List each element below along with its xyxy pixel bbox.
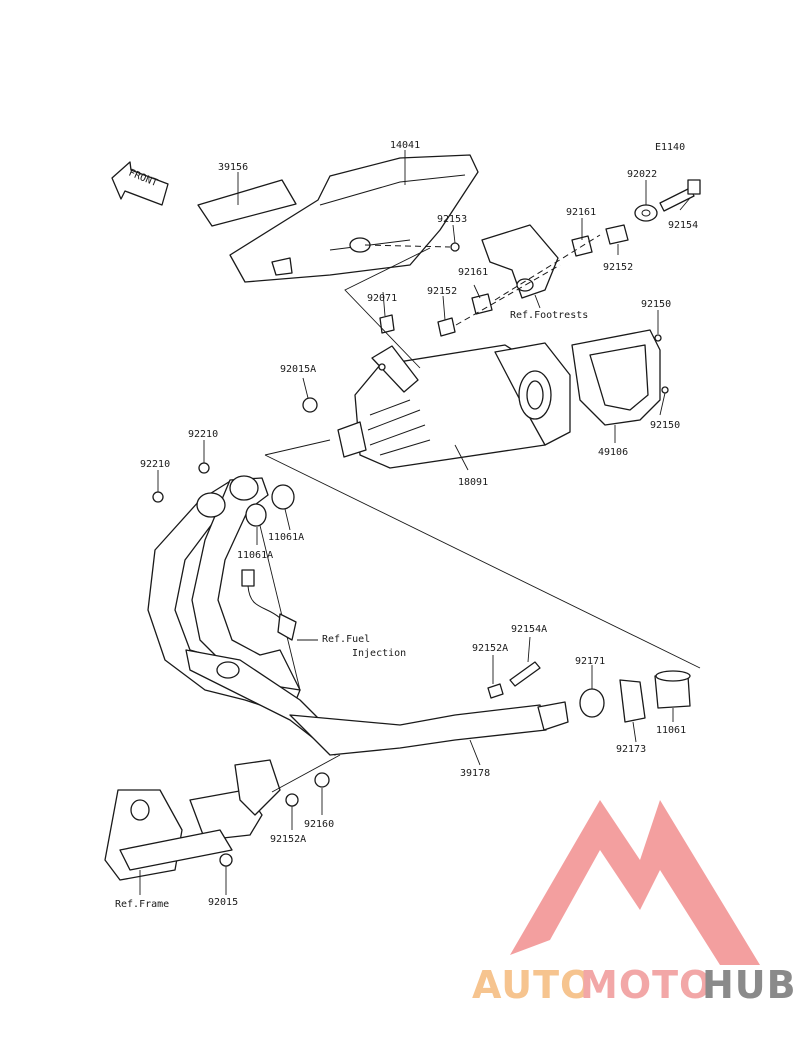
grommet-92160 bbox=[314, 772, 330, 788]
o2-sensor bbox=[241, 569, 297, 641]
gasket-11061Aa bbox=[271, 484, 295, 510]
nut-92015 bbox=[219, 853, 233, 867]
label-92152-upper: 92152 bbox=[603, 262, 633, 273]
washer-92022 bbox=[634, 204, 658, 222]
watermark-auto: AUTO bbox=[472, 963, 593, 1007]
frame-bracket bbox=[104, 759, 281, 881]
label-92022: 92022 bbox=[627, 169, 657, 180]
label-92152A-upper: 92152A bbox=[472, 643, 508, 654]
muffler-18091 bbox=[337, 342, 571, 469]
diagram-code: E1140 bbox=[655, 142, 685, 153]
label-92154A: 92154A bbox=[511, 624, 547, 635]
gasket-11061Ab bbox=[245, 503, 267, 527]
ref-fuel-label-line2: Injection bbox=[352, 648, 406, 659]
label-92160: 92160 bbox=[304, 819, 334, 830]
bolt-92150a bbox=[654, 334, 662, 342]
label-92161-lower: 92161 bbox=[458, 267, 488, 278]
label-92173: 92173 bbox=[616, 744, 646, 755]
label-39178: 39178 bbox=[460, 768, 490, 779]
label-92161-upper: 92161 bbox=[566, 207, 596, 218]
label-92150-lower: 92150 bbox=[650, 420, 680, 431]
label-18091: 18091 bbox=[458, 477, 488, 488]
bolt-92150b bbox=[661, 386, 669, 394]
side-cover-14041 bbox=[229, 154, 479, 283]
leader-lines bbox=[139, 150, 691, 895]
muffler-cover-49106 bbox=[571, 329, 661, 426]
collar-92152a bbox=[605, 224, 629, 245]
front-arrow-icon bbox=[111, 161, 169, 206]
label-92071: 92071 bbox=[367, 293, 397, 304]
collar-92152A2 bbox=[285, 793, 299, 807]
label-92153: 92153 bbox=[437, 214, 467, 225]
clamp-92173 bbox=[619, 679, 646, 723]
ref-footrests-label: Ref.Footrests bbox=[510, 310, 588, 321]
bolt-head-92154 bbox=[687, 179, 701, 195]
label-92015A: 92015A bbox=[280, 364, 316, 375]
clamp-92171 bbox=[579, 688, 605, 718]
label-92210-lower: 92210 bbox=[140, 459, 170, 470]
label-49106: 49106 bbox=[598, 447, 628, 458]
label-92154: 92154 bbox=[668, 220, 698, 231]
nut-92210b bbox=[152, 491, 164, 503]
nut-92015A bbox=[302, 397, 318, 413]
label-39156: 39156 bbox=[218, 162, 248, 173]
label-92210-upper: 92210 bbox=[188, 429, 218, 440]
bolt-92154A bbox=[509, 661, 541, 687]
bolt-92154 bbox=[659, 187, 695, 212]
nut-92210a bbox=[198, 462, 210, 474]
ref-fuel-label-line1: Ref.Fuel bbox=[322, 634, 370, 645]
watermark-logo bbox=[510, 800, 760, 965]
label-11061A-left: 11061A bbox=[237, 550, 273, 561]
watermark-hub: HUB bbox=[702, 963, 797, 1007]
grommet-92161b bbox=[471, 293, 493, 315]
label-92152-lower: 92152 bbox=[427, 286, 457, 297]
watermark-moto: MOTO bbox=[580, 963, 712, 1007]
ref-frame-label: Ref.Frame bbox=[115, 899, 169, 910]
label-92171: 92171 bbox=[575, 656, 605, 667]
footrest-bracket bbox=[481, 224, 559, 299]
label-11061A-right: 11061A bbox=[268, 532, 304, 543]
label-92152A-lower: 92152A bbox=[270, 834, 306, 845]
label-92150-upper: 92150 bbox=[641, 299, 671, 310]
label-92015: 92015 bbox=[208, 897, 238, 908]
nut-92153 bbox=[450, 242, 460, 252]
spring-92071 bbox=[379, 314, 395, 334]
sticker-39156 bbox=[197, 179, 297, 227]
part-labels: 14041 39156 92022 92161 92154 92153 9215… bbox=[140, 140, 698, 908]
label-14041: 14041 bbox=[390, 140, 420, 151]
label-11061: 11061 bbox=[656, 725, 686, 736]
exhaust-header-pipes bbox=[147, 475, 569, 756]
collar-92152b bbox=[437, 317, 456, 337]
collar-92152A bbox=[487, 683, 504, 699]
